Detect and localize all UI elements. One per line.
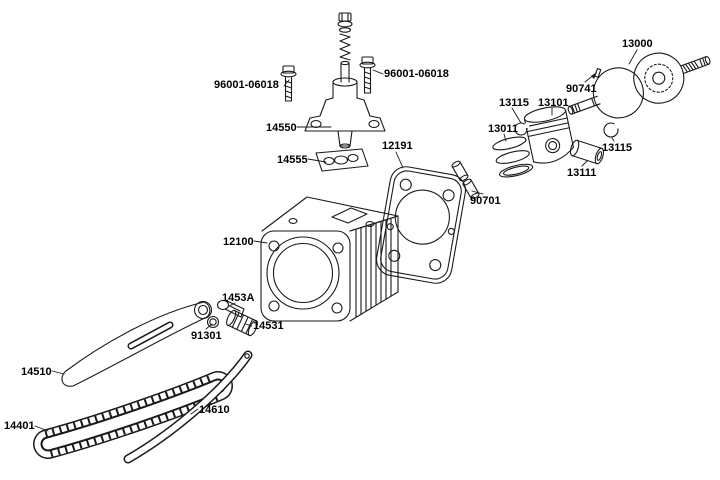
part-label-91301: 91301 — [191, 330, 222, 342]
cam-chain-tensioner-drawing — [304, 12, 386, 149]
piston-ring-set-drawing — [492, 136, 534, 178]
dowel-pin-drawing — [462, 178, 480, 200]
part-label-14401: 14401 — [4, 420, 35, 432]
flange-bolt-right-drawing — [359, 56, 376, 94]
flange-bolt-left-drawing — [280, 65, 297, 102]
part-label-14550: 14550 — [266, 122, 297, 134]
arrowhead — [591, 72, 597, 79]
part-label-13115-left: 13115 — [499, 97, 529, 109]
tensioner-gasket-drawing — [315, 148, 369, 172]
piston-drawing — [523, 106, 575, 164]
part-label-90741: 90741 — [566, 83, 597, 95]
part-label-14510: 14510 — [21, 366, 52, 378]
part-label-14555: 14555 — [277, 154, 308, 166]
roller-bolt-drawing — [216, 299, 245, 318]
part-label-96001-06018-left: 96001-06018 — [214, 79, 279, 91]
cylinder-drawing — [260, 196, 399, 322]
cam-chain-drawing — [33, 371, 233, 459]
part-label-13115-right: 13115 — [602, 142, 632, 154]
shaft-key-drawing — [594, 68, 602, 78]
part-label-12191: 12191 — [382, 140, 413, 152]
chain-roller-drawing — [226, 309, 258, 337]
part-label-12100: 12100 — [223, 236, 254, 248]
o-ring-drawing — [206, 315, 220, 329]
leader-lines — [34, 49, 638, 432]
dowel-pin-drawing — [451, 160, 469, 182]
part-label-13101: 13101 — [538, 97, 569, 109]
part-label-1453A: 1453A — [222, 292, 255, 304]
part-label-14531: 14531 — [253, 320, 284, 332]
crankshaft-drawing — [567, 52, 711, 119]
circlip-right-drawing — [603, 122, 620, 138]
part-label-13000: 13000 — [622, 38, 653, 50]
part-label-96001-06018-right: 96001-06018 — [384, 68, 449, 80]
chain-tensioner-arm-drawing — [61, 300, 213, 387]
part-label-13011: 13011 — [488, 123, 518, 135]
piston-pin-drawing — [569, 139, 605, 165]
part-label-13111: 13111 — [567, 167, 597, 179]
part-label-14610: 14610 — [199, 404, 230, 416]
part-label-90701: 90701 — [470, 195, 501, 207]
cylinder-gasket-drawing — [376, 166, 466, 284]
